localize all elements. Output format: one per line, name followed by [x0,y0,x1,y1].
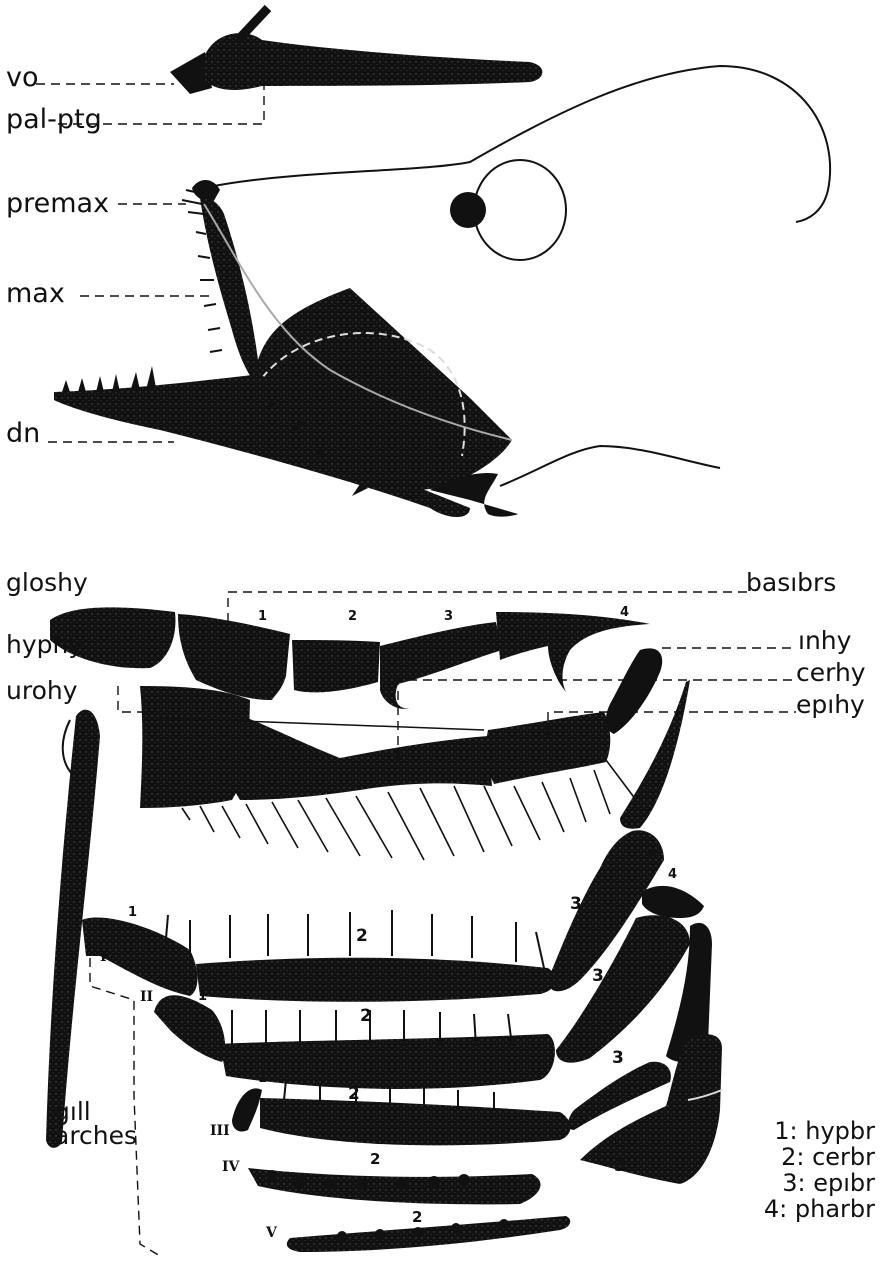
arch1-ceratobranchial [196,958,556,1002]
palatopterygoid-bone [205,33,542,90]
label-gloshy: gloshy [6,570,88,595]
vomer-spine [238,8,268,40]
orbit-outline [474,160,566,260]
label-hyphy: hyphy [6,632,83,657]
label-premax: premax [6,190,109,217]
arch2-number-1: 1 [198,990,207,1003]
arch3-number-4: 4 [694,1024,703,1037]
label-epihy: epıhy [796,692,865,717]
epihyal-bone [486,712,610,784]
legend-item-pharbr: 4: pharbr [757,1196,875,1222]
head-outline [214,66,830,222]
legend-item-epibr: 3: epıbr [757,1170,875,1196]
label-dn: dn [6,420,40,447]
urohyal-outline [63,720,72,774]
label-gill-arches: gıll arches [54,1100,137,1148]
label-basibrs: basıbrs [746,570,836,595]
arch3-number-2: 2 [348,1086,360,1103]
arch4-ceratobranchial [248,1168,541,1204]
arch-numeral-5: V [266,1226,277,1240]
legend-item-cerbr: 2: cerbr [757,1144,875,1170]
arch3-hypobranchial [232,1088,262,1131]
label-vo: vo [6,64,39,91]
opercle-outline [500,446,720,486]
arch1-pharyngobranchial [642,886,704,918]
arch1-number-1: 1 [128,906,137,919]
arch2-ceratobranchial [220,1034,555,1089]
arch2-number-3: 3 [592,968,604,985]
label-cerhy: cerhy [796,660,866,685]
label-urohy: urohy [6,678,78,703]
arch3-number-3: 3 [612,1050,624,1067]
arch1b-number-4: 4 [668,868,677,881]
arch4-number-2: 2 [370,1152,380,1167]
label-pal-ptg: pal-ptg [6,106,102,133]
arch-numeral-3: III [210,1124,230,1138]
arch1-number-2: 2 [356,928,368,945]
arch2-number-2: 2 [360,1008,372,1025]
basibranchial-2 [292,640,380,692]
basibranchial-number-2: 2 [348,610,357,623]
legend-item-hypbr: 1: hypbr [757,1118,875,1144]
arch-numeral-1: I [100,950,107,964]
arch1-number-4: 4 [648,846,657,859]
arch3-ceratobranchial [260,1098,571,1145]
label-max: max [6,280,65,307]
skull-jaw-group [54,8,830,517]
basibranchial-1 [178,614,290,700]
basibranchial-number-3: 3 [444,610,453,623]
arch-numeral-4: IV [222,1160,239,1174]
arch3-number-1: 1 [258,1072,267,1085]
basibranchial-number-1: 1 [258,610,267,623]
arch2-hypobranchial [154,995,225,1062]
arch3b-number-3: 3 [614,1158,626,1175]
arch1-number-3: 3 [570,896,582,913]
eye [450,192,486,228]
legend: 1: hypbr 2: cerbr 3: epıbr 4: pharbr [757,1118,875,1222]
label-inhy: ınhy [798,628,851,653]
arch2-number-4: 4 [690,966,702,983]
arch5-ceratobranchial [287,1216,570,1252]
arch5-number-2: 2 [412,1210,422,1225]
basibranchial-number-4: 4 [620,606,629,619]
arch-numeral-2: II [140,990,153,1004]
interhyal-bone [606,648,662,734]
